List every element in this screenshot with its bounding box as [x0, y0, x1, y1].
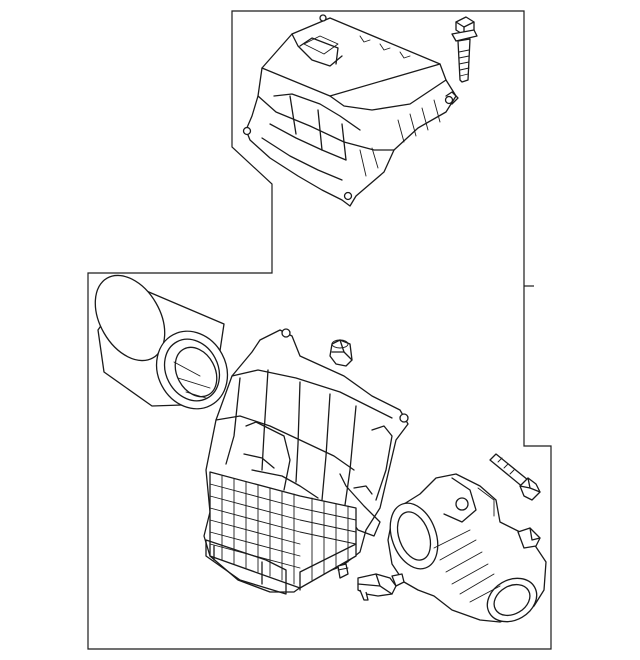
assembly-frame	[87, 10, 552, 650]
mounting-bolt	[489, 453, 541, 501]
intake-duct	[387, 473, 547, 623]
air-cleaner-cover	[242, 14, 459, 207]
drain-valve	[337, 563, 349, 579]
housing-grid	[205, 471, 357, 595]
rubber-grommet	[329, 339, 353, 367]
cover-bolt	[451, 16, 478, 83]
filter-element	[94, 274, 229, 410]
sensor-connector	[357, 573, 405, 601]
